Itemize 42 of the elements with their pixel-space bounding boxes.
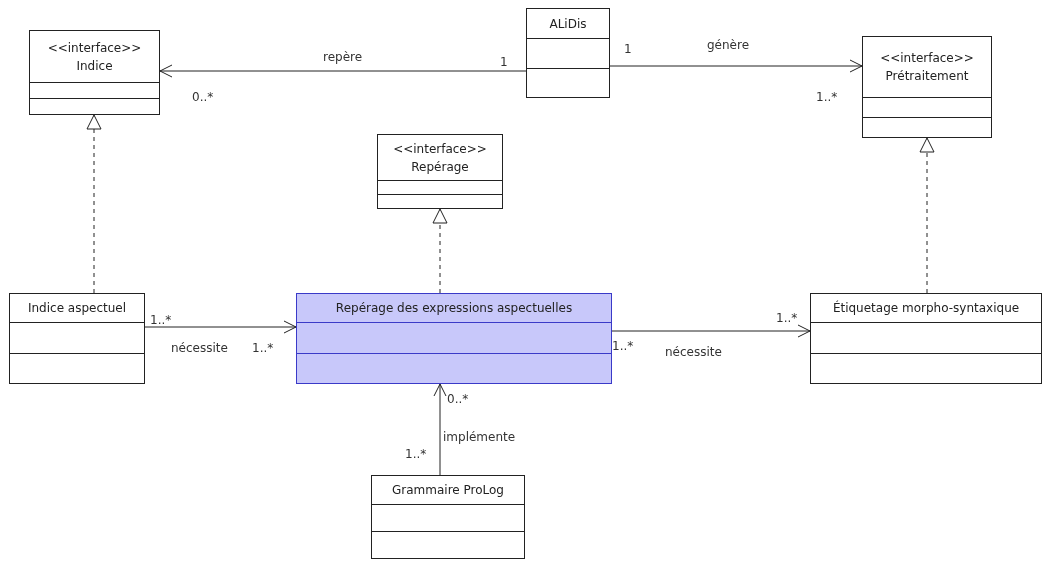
edge-label: implémente bbox=[442, 430, 517, 444]
class-box bbox=[526, 8, 610, 98]
edge-label: repère bbox=[322, 50, 364, 64]
multiplicity-label: 1..* bbox=[816, 90, 838, 104]
stereotype-label: <<interface>> bbox=[47, 39, 142, 57]
multiplicity-label: 0..* bbox=[192, 90, 214, 104]
class-box bbox=[810, 293, 1042, 384]
multiplicity-label: 1..* bbox=[252, 341, 274, 355]
multiplicity-label: 1..* bbox=[405, 447, 427, 461]
edge-label: nécessite bbox=[664, 345, 723, 359]
class-name: Grammaire ProLog bbox=[392, 482, 504, 499]
multiplicity-label: 1 bbox=[624, 42, 632, 56]
association-arrow bbox=[611, 324, 811, 338]
class-box bbox=[9, 293, 145, 384]
edge-label: nécessite bbox=[170, 341, 229, 355]
realization-arrow bbox=[919, 137, 935, 294]
class-name: ALiDis bbox=[549, 15, 587, 33]
stereotype-label: <<interface>> bbox=[880, 50, 974, 67]
class-box bbox=[296, 293, 612, 384]
class-box bbox=[29, 30, 160, 115]
association-arrow bbox=[144, 320, 297, 334]
class-box bbox=[377, 134, 503, 209]
class-name: Prétraitement bbox=[885, 68, 969, 85]
association-arrow bbox=[609, 59, 863, 73]
class-name: Étiquetage morpho-syntaxique bbox=[832, 299, 1020, 317]
association-arrow bbox=[433, 383, 447, 476]
multiplicity-label: 0..* bbox=[447, 392, 469, 406]
class-name: Repérage des expressions aspectuelles bbox=[335, 300, 573, 317]
class-box bbox=[862, 36, 992, 138]
edge-label: génère bbox=[706, 38, 751, 52]
multiplicity-label: 1..* bbox=[612, 339, 634, 353]
class-name: Repérage bbox=[411, 158, 469, 176]
realization-arrow bbox=[86, 114, 102, 294]
multiplicity-label: 1..* bbox=[776, 311, 798, 325]
realization-arrow bbox=[432, 208, 448, 294]
multiplicity-label: 1..* bbox=[150, 313, 172, 327]
class-name: Indice bbox=[76, 57, 113, 75]
association-arrow bbox=[159, 64, 527, 78]
multiplicity-label: 1 bbox=[500, 55, 508, 69]
class-name: Indice aspectuel bbox=[27, 300, 127, 317]
class-box bbox=[371, 475, 525, 559]
stereotype-label: <<interface>> bbox=[393, 140, 487, 158]
